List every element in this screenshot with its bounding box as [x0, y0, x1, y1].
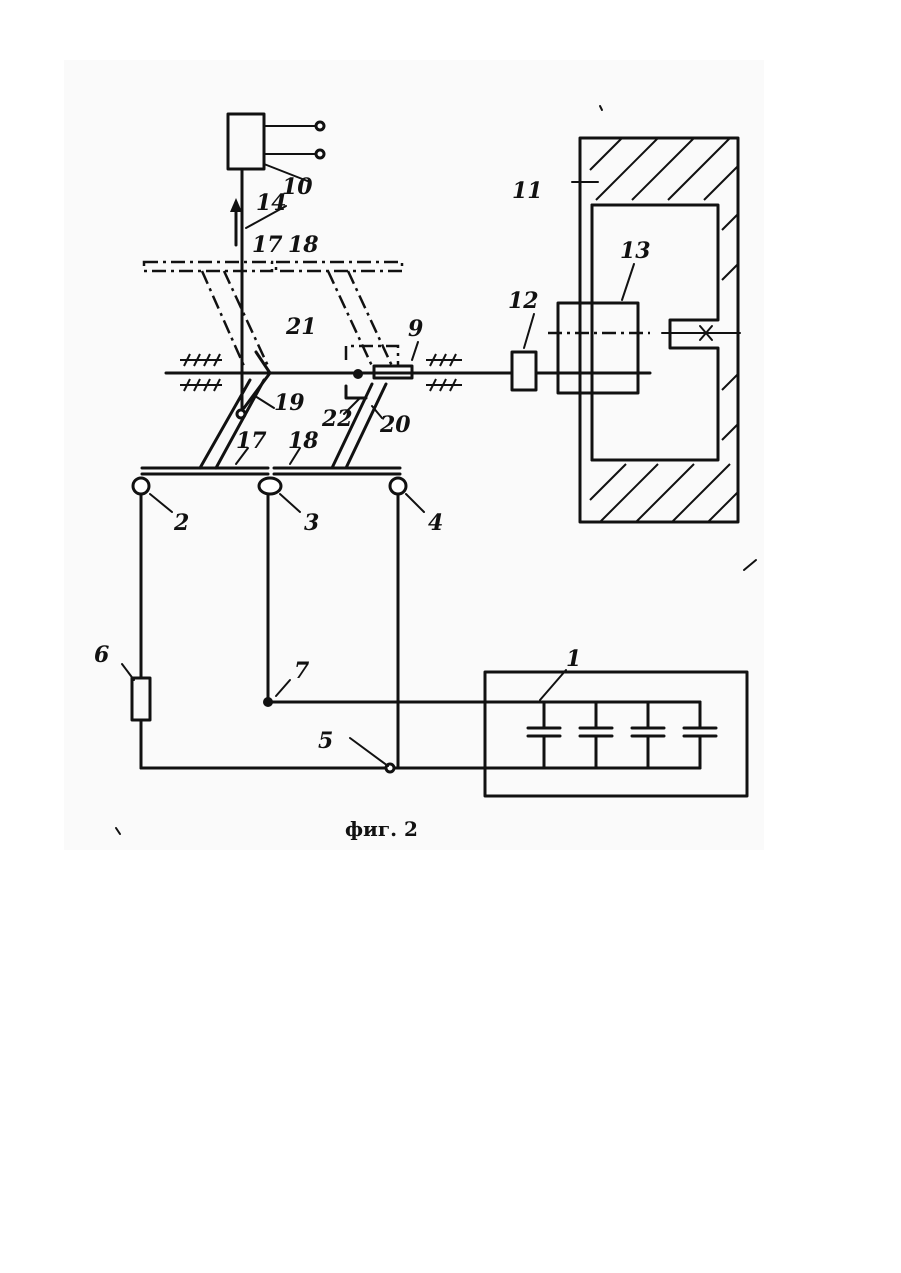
- label-10: 10: [282, 174, 313, 200]
- label-19: 19: [274, 390, 305, 416]
- label-7: 7: [294, 658, 310, 684]
- label-17-top: 17: [252, 232, 283, 258]
- label-11: 11: [512, 178, 543, 204]
- label-20: 20: [379, 412, 411, 438]
- label-14: 14: [256, 190, 287, 216]
- figure-caption: фиг. 2: [345, 817, 418, 841]
- label-18-bottom: 18: [288, 428, 319, 454]
- label-1: 1: [566, 646, 581, 672]
- label-6: 6: [94, 642, 109, 668]
- label-13: 13: [620, 238, 651, 264]
- label-18-top: 18: [288, 232, 319, 258]
- label-3: 3: [304, 510, 319, 536]
- label-4: 4: [428, 510, 443, 536]
- label-12: 12: [508, 288, 539, 314]
- scan-area: [64, 60, 764, 850]
- label-21: 21: [285, 314, 317, 340]
- label-22: 22: [321, 406, 353, 432]
- label-2: 2: [173, 510, 189, 536]
- label-9: 9: [408, 316, 423, 342]
- label-17-bottom: 17: [236, 428, 267, 454]
- label-5: 5: [318, 728, 333, 754]
